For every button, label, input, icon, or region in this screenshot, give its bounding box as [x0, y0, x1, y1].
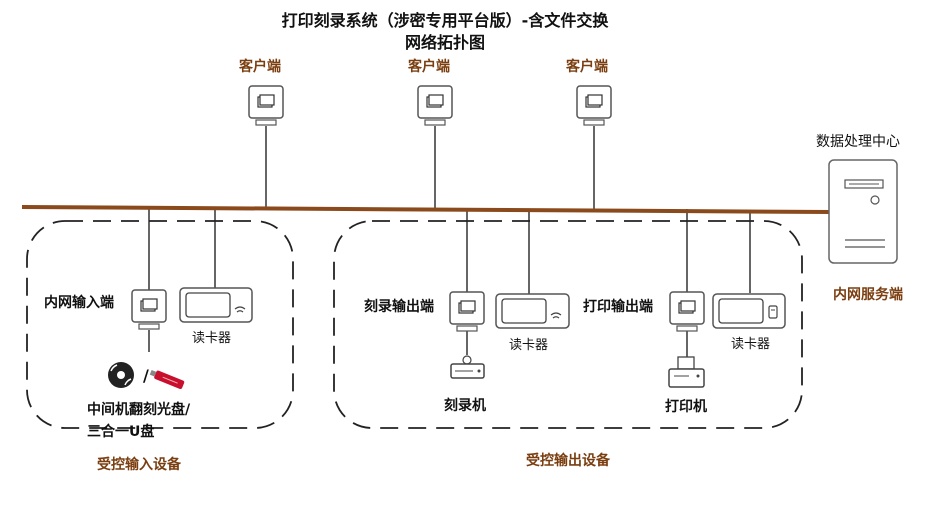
printer-icon — [668, 356, 705, 388]
print-terminal-label: 打印输出端 — [583, 299, 653, 315]
input-card-reader-icon — [179, 287, 253, 323]
burn-terminal-label: 刻录输出端 — [364, 299, 434, 315]
burner-label: 刻录机 — [444, 398, 486, 414]
print-card-reader-icon — [712, 293, 786, 329]
client-terminal-icon — [248, 85, 284, 126]
input-terminal-label: 内网输入端 — [44, 295, 114, 311]
diagram-title: 打印刻录系统（涉密专用平台版）-含文件交换 — [281, 11, 609, 30]
burn-card-reader-label: 读卡器 — [509, 338, 549, 353]
burn-terminal-icon — [449, 291, 485, 332]
printer-label: 打印机 — [665, 399, 707, 415]
burn-card-reader-icon — [495, 293, 570, 329]
client-label: 客户端 — [239, 59, 281, 75]
input-zone-label: 受控输入设备 — [97, 457, 181, 473]
client-label: 客户端 — [408, 59, 450, 75]
server-bottom-label: 内网服务端 — [833, 287, 903, 303]
usb-drive-icon — [149, 369, 185, 389]
client-label: 客户端 — [566, 59, 608, 75]
disc-icon — [108, 362, 134, 388]
backbone-bus — [21, 205, 831, 214]
diagram-subtitle: 网络拓扑图 — [404, 33, 485, 52]
media-label-line2: 三合一U盘 — [87, 424, 155, 440]
output-zone-boundary — [333, 220, 803, 429]
input-card-reader-label: 读卡器 — [192, 331, 232, 346]
server-tower-icon — [828, 159, 898, 264]
client-terminal-icon — [576, 85, 612, 126]
print-card-reader-label: 读卡器 — [731, 337, 771, 352]
input-zone-boundary — [26, 220, 294, 429]
burner-icon — [450, 355, 485, 379]
input-terminal-icon — [131, 289, 167, 330]
print-terminal-icon — [669, 291, 705, 332]
media-separator: / — [143, 366, 149, 385]
output-zone-label: 受控输出设备 — [526, 453, 610, 469]
server-top-label: 数据处理中心 — [816, 134, 900, 150]
client-terminal-icon — [417, 85, 453, 126]
media-label-line1: 中间机翻刻光盘/ — [87, 402, 191, 418]
